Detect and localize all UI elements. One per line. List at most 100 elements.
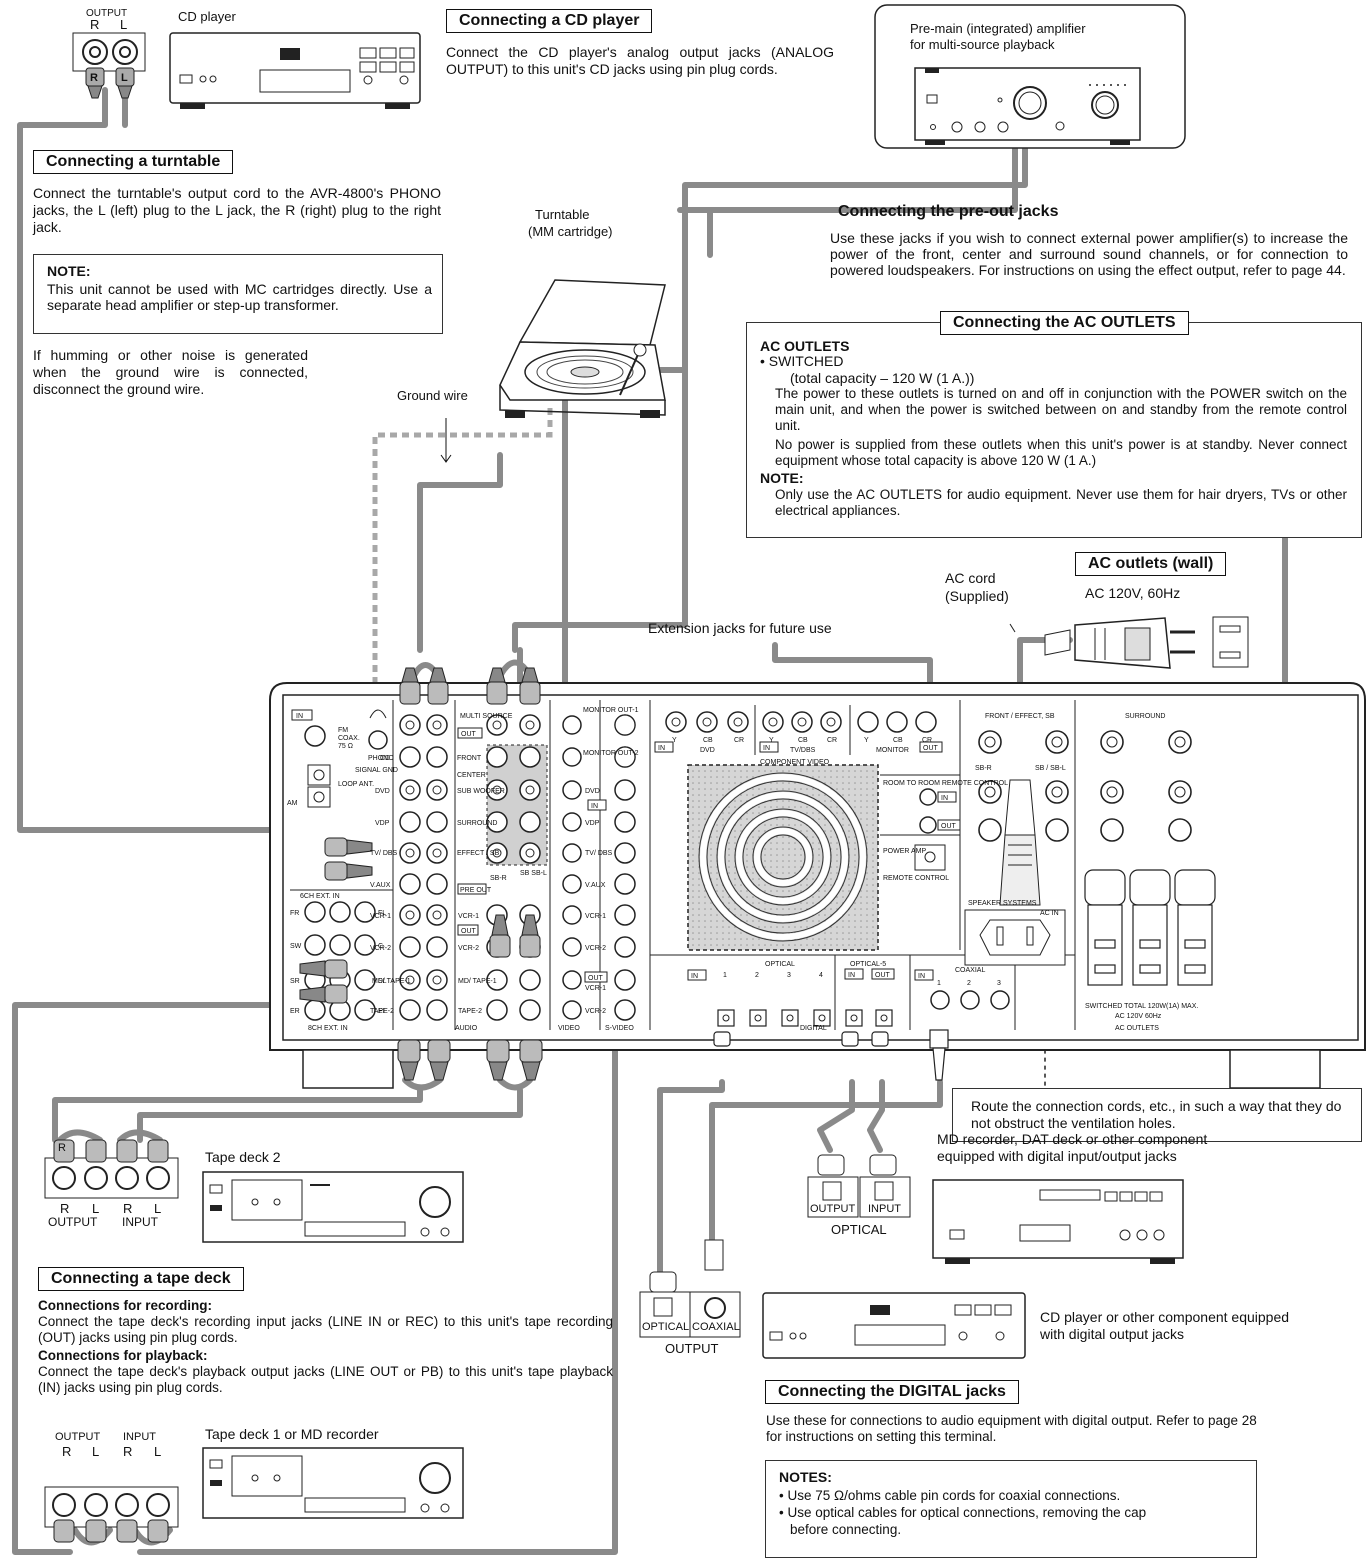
- svg-text:VDP: VDP: [375, 820, 390, 827]
- digital-note-3: before connecting.: [790, 1522, 902, 1537]
- tape1-in-l: L: [154, 1444, 162, 1459]
- svg-text:SB-R: SB-R: [975, 765, 992, 772]
- turntable-device: [499, 279, 666, 418]
- audio-jacks: [304, 711, 1010, 1021]
- tape2-device-label: Tape deck 2: [205, 1149, 281, 1165]
- svg-text:MONITOR OUT-2: MONITOR OUT-2: [583, 750, 639, 757]
- svg-text:VCR-2: VCR-2: [585, 945, 606, 952]
- tape2-input-label: INPUT: [122, 1215, 158, 1229]
- ac-switched: • SWITCHED: [760, 353, 844, 369]
- tape1-output-label: OUTPUT: [55, 1431, 101, 1443]
- turntable-heading: Connecting a turntable: [33, 150, 234, 174]
- digital-optical-cable: [657, 1079, 725, 1293]
- extension-label: Extension jacks for future use: [648, 620, 832, 636]
- svg-text:OPTICAL-5: OPTICAL-5: [850, 961, 886, 968]
- svg-text:SB-R: SB-R: [490, 875, 507, 882]
- premain-amplifier: [874, 4, 1186, 149]
- svg-text:C: C: [378, 943, 383, 950]
- svg-text:IN: IN: [658, 745, 665, 752]
- ac-capacity: (total capacity – 120 W (1 A.)): [790, 370, 975, 386]
- svg-text:IN: IN: [763, 745, 770, 752]
- svg-text:6CH EXT. IN: 6CH EXT. IN: [300, 893, 340, 900]
- digital-notes-box: NOTES: • Use 75 Ω/ohms cable pin cords f…: [765, 1460, 1257, 1558]
- tape-deck-1-jacks: [44, 1486, 179, 1543]
- ventilation-text: Route the connection cords, etc., in suc…: [971, 1098, 1342, 1131]
- ground-wire-label: Ground wire: [397, 388, 468, 403]
- svg-text:POWER AMP: POWER AMP: [883, 848, 927, 855]
- svg-text:AC IN: AC IN: [1040, 910, 1059, 917]
- svg-text:AC OUTLETS: AC OUTLETS: [1115, 1025, 1159, 1032]
- svg-text:MONITOR OUT-1: MONITOR OUT-1: [583, 707, 639, 714]
- tape1-cable: [12, 1002, 303, 1555]
- cd-output-jacks: [72, 32, 146, 99]
- cd-digital-jacks: [639, 1239, 741, 1338]
- tape1-out-r: R: [62, 1444, 72, 1459]
- svg-text:VCR-2: VCR-2: [458, 945, 479, 952]
- cd-player-body: Connect the CD player's analog output ja…: [446, 44, 834, 77]
- svg-text:AM: AM: [287, 800, 298, 807]
- md-optical-jacks: [807, 1154, 911, 1218]
- svg-text:CD: CD: [380, 755, 390, 762]
- tape2-out-r: R: [60, 1201, 70, 1216]
- svg-text:OUT: OUT: [923, 745, 939, 752]
- md-output-label: OUTPUT: [810, 1203, 856, 1215]
- tape1-in-r: R: [123, 1444, 133, 1459]
- svg-text:75 Ω: 75 Ω: [338, 743, 353, 750]
- svg-text:1: 1: [937, 980, 941, 987]
- svg-text:SB SB-L: SB SB-L: [520, 870, 547, 877]
- svg-text:TAPE-2: TAPE-2: [370, 1008, 394, 1015]
- svg-text:ER: ER: [290, 1008, 300, 1015]
- ac-note-body: Only use the AC OUTLETS for audio equipm…: [775, 487, 1347, 518]
- svg-text:3: 3: [787, 972, 791, 979]
- svg-text:VCR-1: VCR-1: [585, 913, 606, 920]
- svg-text:DVD: DVD: [585, 788, 600, 795]
- svg-text:VCR-1: VCR-1: [585, 985, 606, 992]
- ac-cord-label-1: AC cord: [945, 570, 996, 586]
- svg-text:SB / SB-L: SB / SB-L: [1035, 765, 1066, 772]
- svg-text:IN: IN: [941, 795, 948, 802]
- ground-wire: [372, 408, 553, 700]
- svg-text:MONITOR: MONITOR: [876, 747, 909, 754]
- svg-text:SPEAKER SYSTEMS: SPEAKER SYSTEMS: [968, 900, 1037, 907]
- svg-text:FM: FM: [338, 727, 348, 734]
- svg-text:DIGITAL: DIGITAL: [800, 1025, 827, 1032]
- tape2-in-r: R: [123, 1201, 133, 1216]
- svg-text:DVD: DVD: [375, 788, 390, 795]
- svg-text:OUT: OUT: [875, 972, 891, 979]
- svg-text:FRONT: FRONT: [457, 755, 482, 762]
- panel-labels: IN FM COAX. 75 Ω PHONO SIGNAL GND LOOP A…: [287, 707, 1198, 1032]
- svg-text:IN: IN: [591, 803, 598, 810]
- svg-text:MD/ TAPE-1: MD/ TAPE-1: [458, 978, 497, 985]
- turntable-body: Connect the turntable's output cord to t…: [33, 185, 441, 235]
- turntable-cable: [417, 452, 503, 653]
- svg-text:CB: CB: [798, 737, 808, 744]
- cd-digital-coaxial: COAXIAL: [692, 1321, 740, 1333]
- turntable-note-body: This unit cannot be used with MC cartrid…: [47, 281, 432, 313]
- svg-text:PRE OUT: PRE OUT: [460, 887, 492, 894]
- cd-player-heading: Connecting a CD player: [446, 9, 653, 33]
- ac-p2: No power is supplied from these outlets …: [775, 437, 1347, 468]
- svg-text:CENTER: CENTER: [457, 772, 486, 779]
- svg-text:VCR-2: VCR-2: [585, 1008, 606, 1015]
- svg-text:SURROUND: SURROUND: [457, 820, 497, 827]
- tape-deck-2-jacks: [44, 1139, 179, 1199]
- panel-in-label: IN: [296, 713, 303, 720]
- svg-text:SURROUND: SURROUND: [1125, 713, 1165, 720]
- preout-heading: Connecting the pre-out jacks: [838, 203, 1059, 220]
- turntable-note-title: NOTE:: [47, 263, 91, 279]
- svg-text:ROOM TO ROOM REMOTE CONTROL: ROOM TO ROOM REMOTE CONTROL: [883, 780, 1008, 787]
- svg-text:COMPONENT VIDEO: COMPONENT VIDEO: [760, 759, 830, 766]
- tape-rec-title: Connections for recording:: [38, 1298, 213, 1313]
- svg-text:EL: EL: [378, 1008, 387, 1015]
- svg-text:TV/DBS: TV/DBS: [790, 747, 816, 754]
- svg-text:VCR-1: VCR-1: [370, 913, 391, 920]
- tape-deck-1-device: [202, 1447, 464, 1519]
- svg-text:8CH EXT. IN: 8CH EXT. IN: [308, 1025, 348, 1032]
- md-optical-label: OPTICAL: [831, 1222, 887, 1237]
- tape-play-title: Connections for playback:: [38, 1348, 208, 1363]
- svg-text:Y: Y: [769, 737, 774, 744]
- premain-label-1: Pre-main (integrated) amplifier: [910, 21, 1086, 36]
- svg-text:OUT: OUT: [461, 731, 477, 738]
- cd-digital-label-1: CD player or other component equipped: [1040, 1309, 1290, 1325]
